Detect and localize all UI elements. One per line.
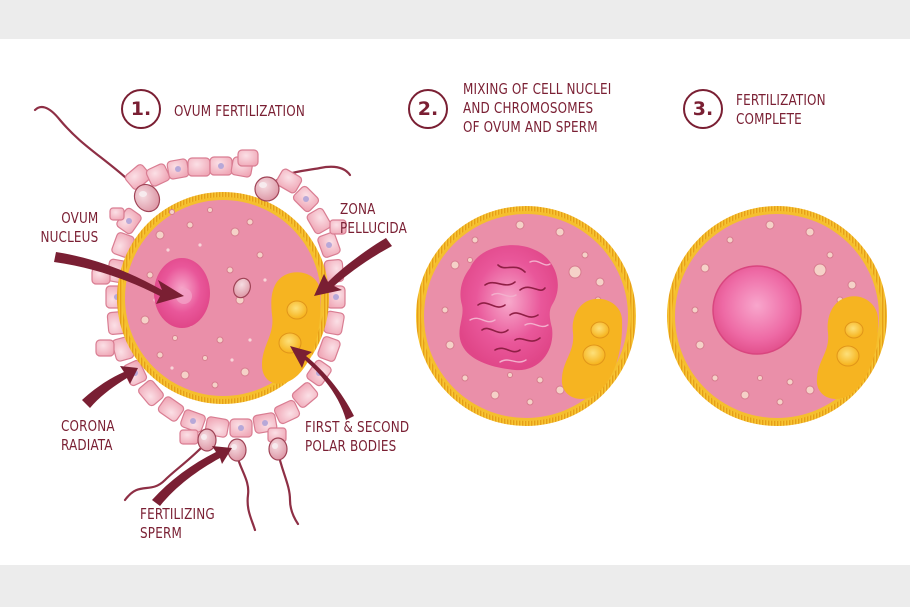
step-1-title: OVUM FERTILIZATION xyxy=(174,102,305,120)
callout-corona-radiata: CORONA RADIATA xyxy=(61,417,115,454)
callout-fertilizing-sperm: FERTILIZING SPERM xyxy=(140,505,215,542)
corona-radiata-arrow xyxy=(82,366,138,408)
chromosomes xyxy=(477,264,546,353)
ovum-cell-stage-2 xyxy=(416,206,636,426)
ovum-cell-stage-3 xyxy=(667,206,887,426)
callout-arrows xyxy=(54,238,392,506)
step-1-badge: 1. xyxy=(121,89,161,129)
ovum-cell-stage-1 xyxy=(33,105,352,532)
step-3-title: FERTILIZATION COMPLETE xyxy=(736,91,826,128)
polar-bodies-arrow xyxy=(290,346,354,420)
first-polar-body xyxy=(286,300,308,320)
callout-zona-pellucida: ZONA PELLUCIDA xyxy=(340,200,407,237)
zygote-nucleus xyxy=(712,265,802,355)
ovum-nucleus-arrow xyxy=(54,252,184,304)
callout-polar-bodies: FIRST & SECOND POLAR BODIES xyxy=(305,418,410,455)
fertilizing-sperm-arrow xyxy=(152,446,232,506)
merged-nuclei xyxy=(459,245,558,371)
step-2-title: MIXING OF CELL NUCLEI AND CHROMOSOMES OF… xyxy=(463,80,612,136)
zona-pellucida-arrow xyxy=(314,238,392,296)
step-3-badge: 3. xyxy=(683,89,723,129)
step-2-badge: 2. xyxy=(408,89,448,129)
cytoplasm-granules xyxy=(140,207,264,389)
callout-ovum-nucleus: OVUM NUCLEUS xyxy=(40,209,98,246)
